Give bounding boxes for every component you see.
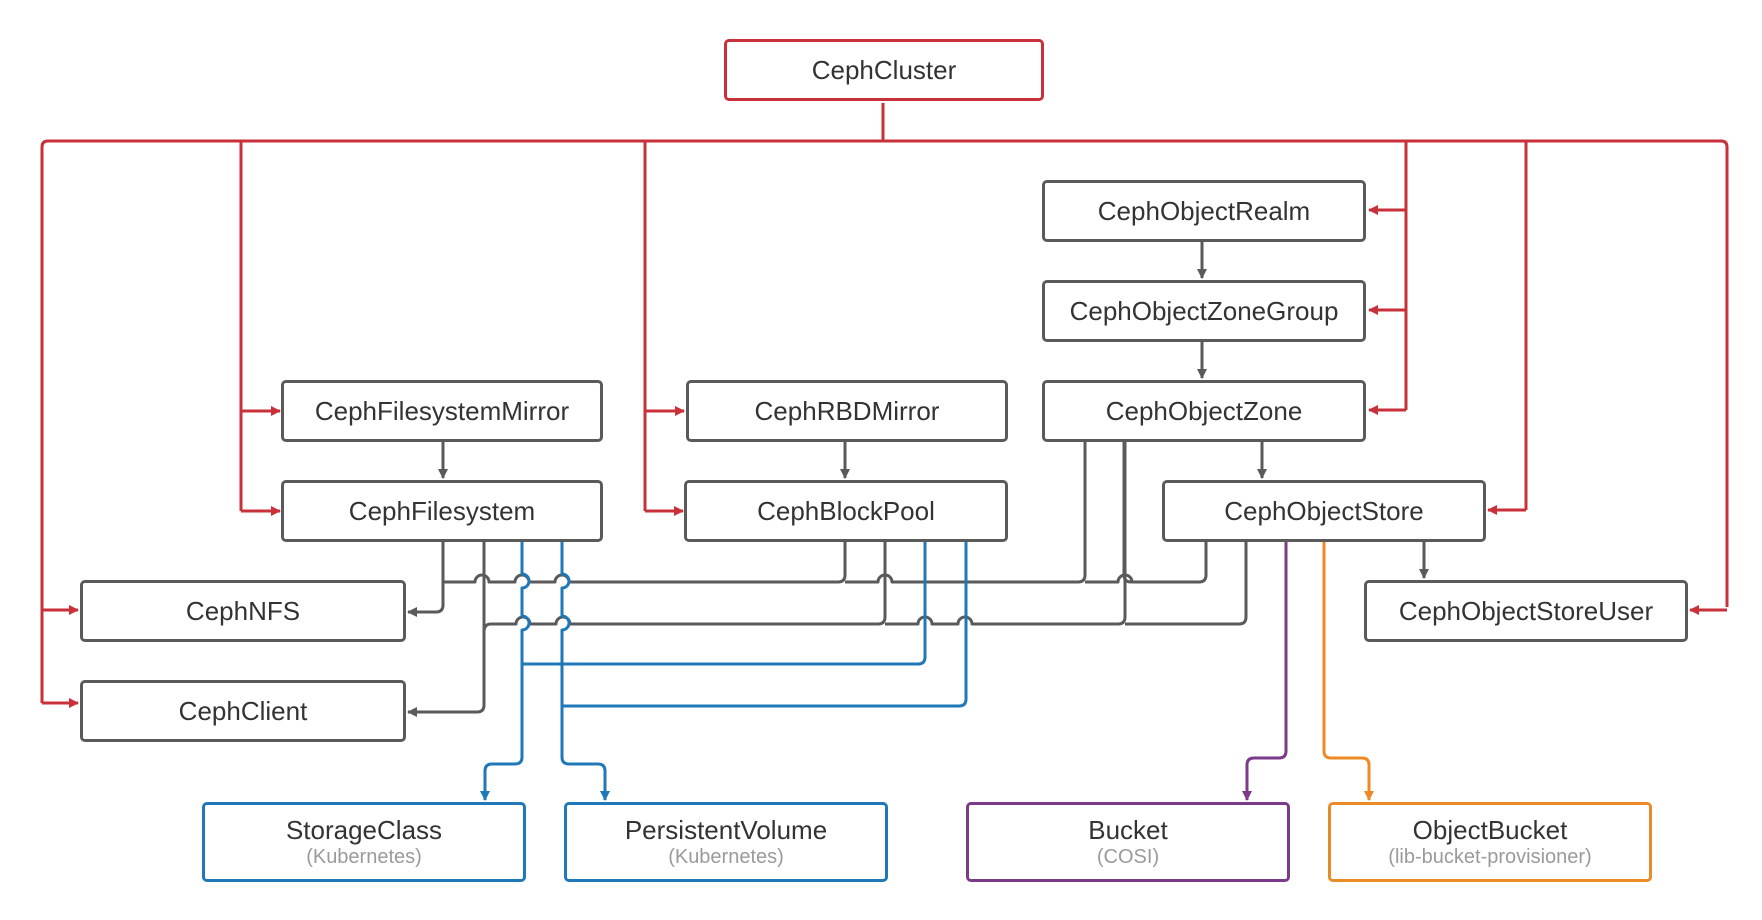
node-label: ObjectBucket — [1412, 815, 1568, 845]
node-sublabel: (lib-bucket-provisioner) — [1388, 846, 1592, 868]
node-sublabel: (COSI) — [1096, 846, 1160, 868]
node-ceph-rbd-mirror: CephRBDMirror — [686, 380, 1008, 442]
node-label: CephFilesystem — [348, 496, 536, 526]
node-ceph-object-store: CephObjectStore — [1162, 480, 1486, 542]
node-object-bucket: ObjectBucket (lib-bucket-provisioner) — [1328, 802, 1652, 882]
node-label: CephObjectZone — [1105, 396, 1303, 426]
node-ceph-filesystem: CephFilesystem — [281, 480, 603, 542]
node-sublabel: (Kubernetes) — [668, 846, 784, 868]
node-label: CephObjectRealm — [1097, 196, 1311, 226]
node-ceph-object-store-user: CephObjectStoreUser — [1364, 580, 1688, 642]
node-label: PersistentVolume — [624, 815, 828, 845]
node-label: CephObjectStoreUser — [1398, 596, 1654, 626]
node-persistent-volume: PersistentVolume (Kubernetes) — [564, 802, 888, 882]
node-label: CephRBDMirror — [754, 396, 940, 426]
node-sublabel: (Kubernetes) — [306, 846, 422, 868]
node-label: CephFilesystemMirror — [314, 396, 570, 426]
node-ceph-nfs: CephNFS — [80, 580, 406, 642]
node-label: CephCluster — [811, 55, 957, 85]
node-ceph-client: CephClient — [80, 680, 406, 742]
node-label: StorageClass — [285, 815, 443, 845]
node-label: CephClient — [178, 696, 308, 726]
node-ceph-object-realm: CephObjectRealm — [1042, 180, 1366, 242]
node-ceph-object-zone: CephObjectZone — [1042, 380, 1366, 442]
node-label: CephObjectZoneGroup — [1069, 296, 1339, 326]
node-ceph-object-zone-group: CephObjectZoneGroup — [1042, 280, 1366, 342]
node-label: CephBlockPool — [757, 496, 935, 526]
node-ceph-cluster: CephCluster — [724, 39, 1044, 101]
node-ceph-filesystem-mirror: CephFilesystemMirror — [281, 380, 603, 442]
node-storage-class: StorageClass (Kubernetes) — [202, 802, 526, 882]
node-label: CephObjectStore — [1224, 496, 1424, 526]
ceph-lines — [407, 241, 1429, 717]
node-ceph-block-pool: CephBlockPool — [684, 480, 1008, 542]
cluster-lines — [40, 103, 1729, 708]
node-label: Bucket — [1088, 815, 1168, 845]
node-bucket: Bucket (COSI) — [966, 802, 1290, 882]
node-label: CephNFS — [185, 596, 301, 626]
cosi-line — [1242, 541, 1288, 801]
lib-bucket-line — [1322, 541, 1374, 801]
kubernetes-lines — [480, 541, 968, 801]
